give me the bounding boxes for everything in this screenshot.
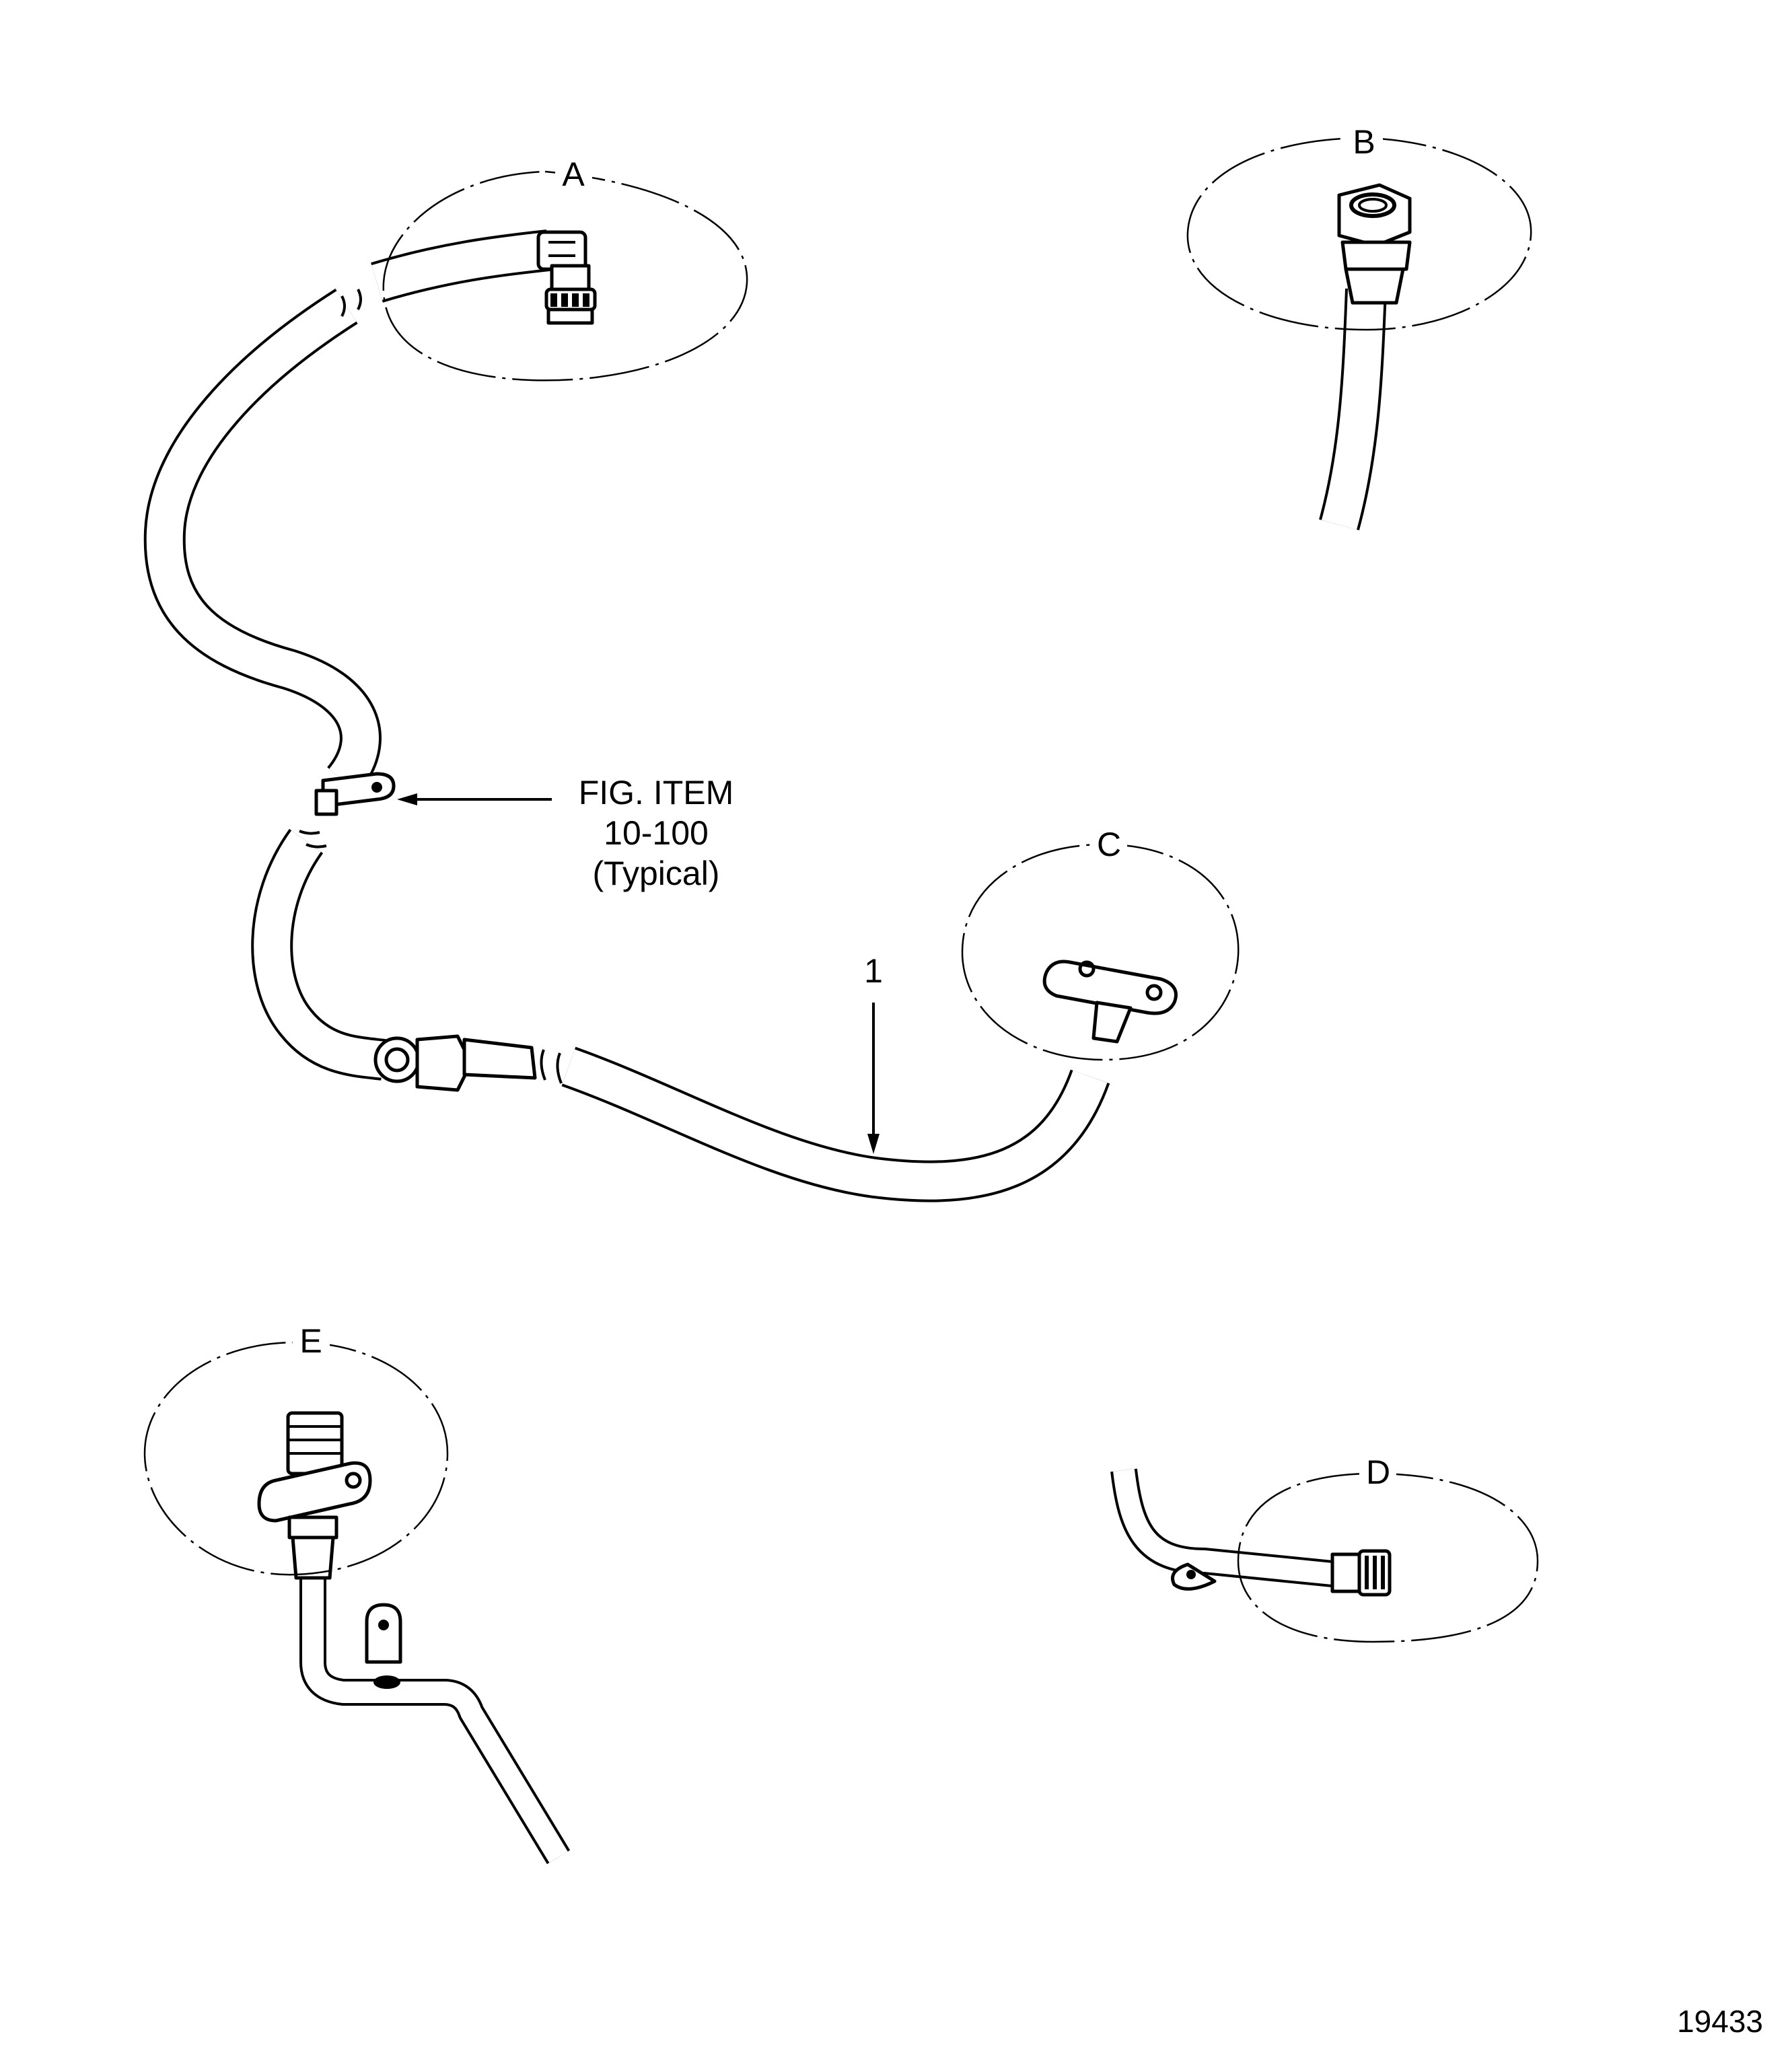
swivel-fitting [373, 1034, 537, 1092]
hose-clamp [314, 772, 396, 816]
main-hose [143, 229, 1110, 1202]
detail-label-b: B [1353, 123, 1375, 161]
detail-circle-e [143, 1341, 449, 1576]
detail-b-fitting [1319, 183, 1412, 531]
callout-leader [397, 793, 552, 805]
detail-label-d: D [1366, 1453, 1390, 1491]
flange-connector-c [1042, 960, 1178, 1044]
detail-label-e: E [299, 1322, 322, 1360]
callout-line-3: (Typical) [593, 855, 720, 892]
detail-label-c: C [1097, 826, 1121, 863]
break-marks [299, 289, 563, 1084]
elbow-connector-a [536, 230, 597, 325]
detail-e-fitting [257, 1411, 571, 1865]
callout-line-2: 10-100 [604, 814, 709, 852]
detail-circles [143, 137, 1539, 1643]
detail-label-a: A [562, 155, 585, 193]
figure-number: 19433 [1677, 2004, 1763, 2039]
detail-circle-d [1237, 1472, 1539, 1643]
detail-circle-c [961, 843, 1240, 1061]
detail-circle-b [1186, 137, 1532, 331]
detail-circle-a [382, 170, 748, 382]
item-number-label: 1 [864, 952, 883, 990]
detail-d-fitting [1110, 1468, 1392, 1597]
callout-line-1: FIG. ITEM [579, 774, 734, 811]
item-1-leader [867, 1003, 880, 1154]
